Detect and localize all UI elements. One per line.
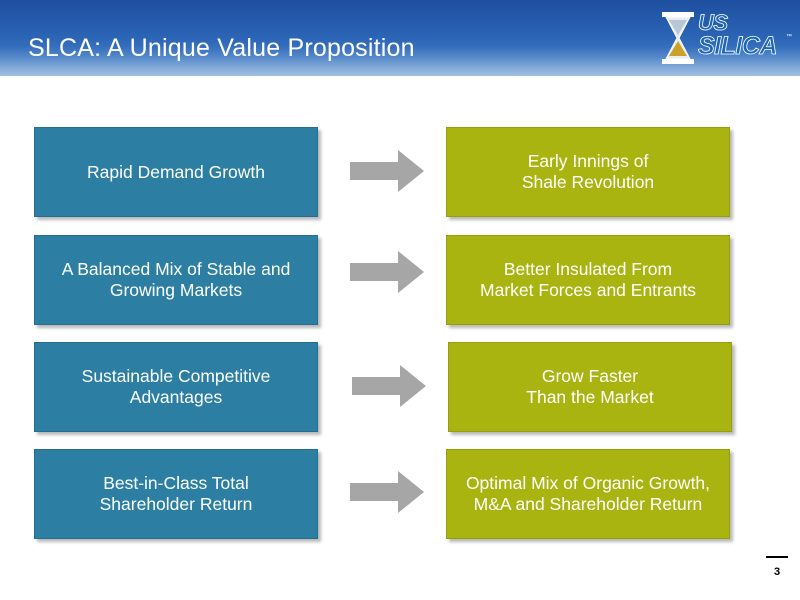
right-arrow-icon bbox=[350, 471, 424, 513]
right-box-3: Grow Faster Than the Market bbox=[448, 342, 732, 432]
left-box-1: Rapid Demand Growth bbox=[34, 127, 318, 217]
right-box-4: Optimal Mix of Organic Growth, M&A and S… bbox=[446, 449, 730, 539]
left-box-3: Sustainable Competitive Advantages bbox=[34, 342, 318, 432]
right-arrow-icon bbox=[350, 251, 424, 293]
slide-header: SLCA: A Unique Value Proposition US SILI… bbox=[0, 0, 800, 76]
right-box-1: Early Innings of Shale Revolution bbox=[446, 127, 730, 217]
left-box-4: Best-in-Class Total Shareholder Return bbox=[34, 449, 318, 539]
left-box-2-label: A Balanced Mix of Stable and Growing Mar… bbox=[61, 259, 291, 300]
page-number: 3 bbox=[773, 566, 781, 578]
left-box-1-label: Rapid Demand Growth bbox=[87, 161, 265, 182]
right-box-4-label: Optimal Mix of Organic Growth, M&A and S… bbox=[465, 473, 711, 514]
right-box-1-label: Early Innings of Shale Revolution bbox=[521, 151, 655, 192]
logo-line-silica: SILICA bbox=[698, 32, 778, 61]
page-number-rule bbox=[766, 556, 788, 558]
right-arrow-icon bbox=[350, 150, 424, 192]
slide-title: SLCA: A Unique Value Proposition bbox=[28, 34, 415, 62]
left-box-4-label: Best-in-Class Total Shareholder Return bbox=[99, 473, 253, 514]
left-box-2: A Balanced Mix of Stable and Growing Mar… bbox=[34, 235, 318, 325]
hourglass-icon bbox=[662, 12, 694, 64]
logo-line-us: US bbox=[698, 10, 729, 36]
left-box-3-label: Sustainable Competitive Advantages bbox=[81, 366, 271, 407]
right-box-2: Better Insulated From Market Forces and … bbox=[446, 235, 730, 325]
us-silica-logo: US SILICA ™ bbox=[660, 8, 794, 68]
right-box-2-label: Better Insulated From Market Forces and … bbox=[480, 259, 696, 300]
right-arrow-icon bbox=[352, 365, 426, 407]
logo-trademark: ™ bbox=[786, 34, 792, 40]
right-box-3-label: Grow Faster Than the Market bbox=[526, 366, 654, 407]
